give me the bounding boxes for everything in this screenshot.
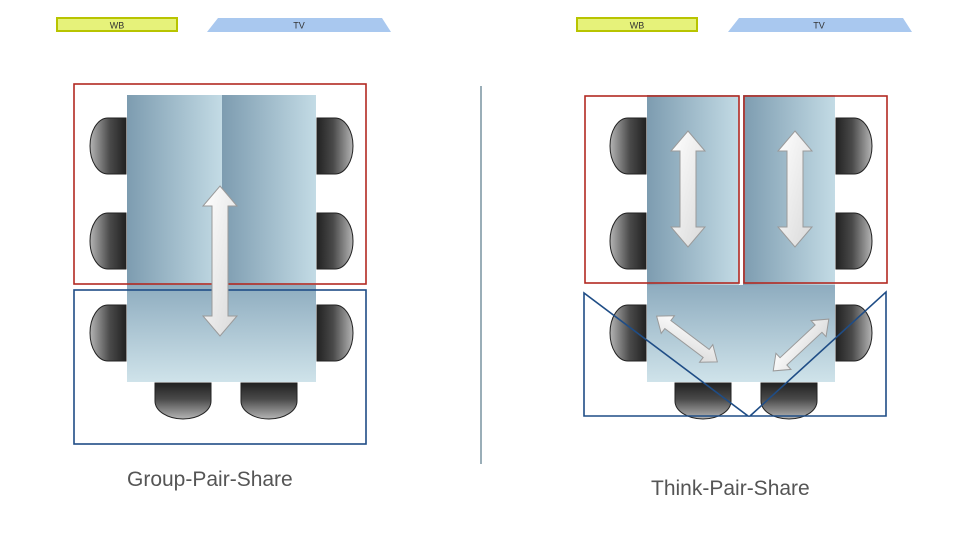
chair-icon [674, 382, 732, 420]
whiteboard-label: WB [110, 21, 125, 31]
double-arrow-icon [201, 185, 239, 337]
tv-right: TV [728, 18, 912, 32]
whiteboard-label: WB [630, 21, 645, 31]
double-arrow-icon [669, 130, 707, 248]
group-pair-share-layout: WB TV [56, 17, 391, 445]
chair-icon [89, 304, 127, 362]
double-arrow-icon [776, 130, 814, 248]
chair-icon [154, 382, 212, 420]
pair-outline-left [584, 95, 740, 284]
chair-icon [316, 117, 354, 175]
double-arrow-icon [772, 318, 830, 372]
chair-icon [609, 117, 647, 175]
chair-icon [316, 304, 354, 362]
double-arrow-icon [656, 315, 718, 363]
caption-group-pair-share: Group-Pair-Share [127, 468, 293, 491]
chair-icon [835, 117, 873, 175]
tv-label: TV [293, 21, 305, 31]
chair-icon [316, 212, 354, 270]
caption-think-pair-share: Think-Pair-Share [651, 477, 810, 500]
pair-triangle-left [583, 291, 751, 417]
table [127, 95, 222, 290]
whiteboard-right: WB [576, 17, 698, 32]
chair-icon [760, 382, 818, 420]
pair-triangle-right [747, 290, 887, 417]
chair-icon [89, 212, 127, 270]
table-cluster-left [127, 95, 316, 382]
chair-icon [835, 304, 873, 362]
chair-icon [609, 212, 647, 270]
chair-icon [609, 304, 647, 362]
whiteboard-left: WB [56, 17, 178, 32]
chair-icon [240, 382, 298, 420]
tv-left: TV [207, 18, 391, 32]
think-pair-share-layout: WB TV [576, 17, 912, 420]
pair-outline-right [743, 95, 888, 284]
tv-label: TV [813, 21, 825, 31]
chair-icon [89, 117, 127, 175]
chair-icon [835, 212, 873, 270]
table [222, 95, 316, 290]
